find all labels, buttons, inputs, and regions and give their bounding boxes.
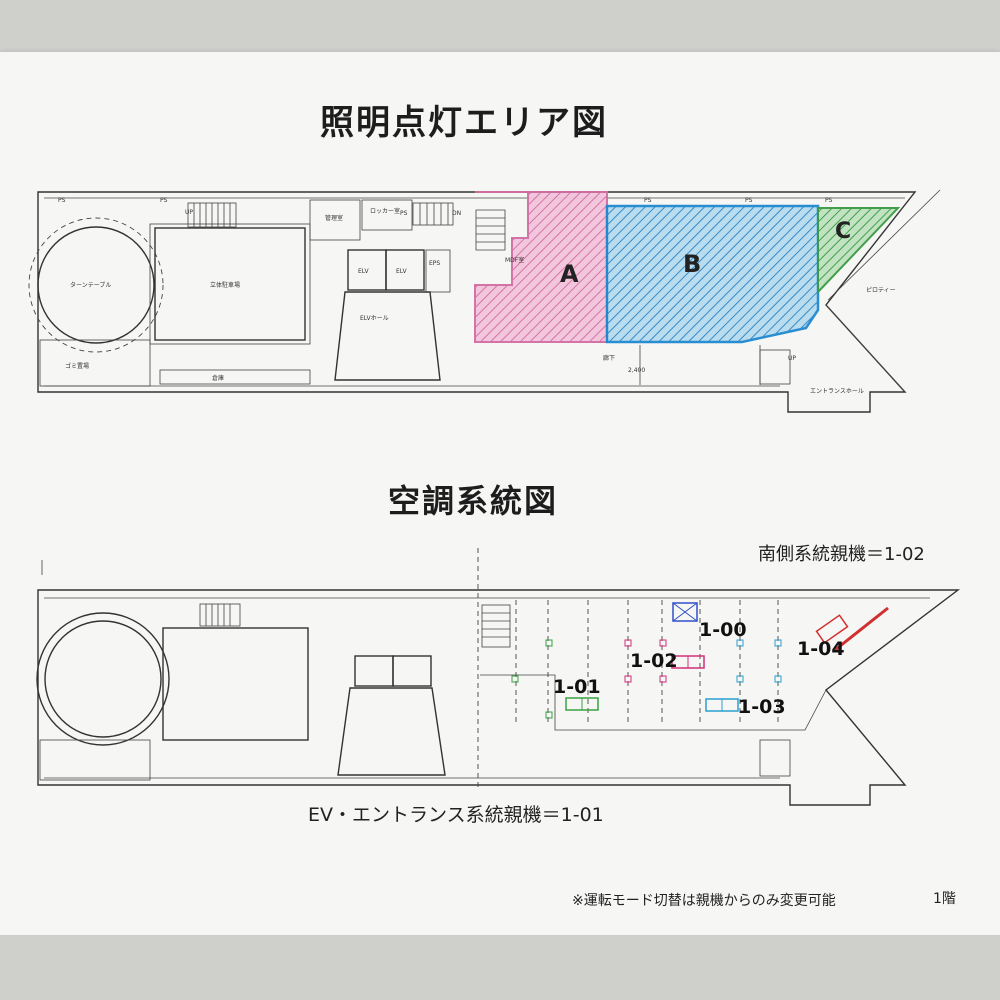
unit-1-04-label: 1-04 <box>797 638 845 660</box>
elv-hall-label: ELVホール <box>360 315 389 322</box>
piloti-label: ピロティー <box>866 287 896 294</box>
turntable-circle <box>28 217 164 353</box>
mdf-label: MDF室 <box>505 256 524 264</box>
dn-label: DN <box>452 210 461 217</box>
zone-c-area <box>817 207 901 295</box>
unit-1-00-label: 1-00 <box>699 619 747 641</box>
corridor-label: 廊下 <box>603 354 615 362</box>
south-system-master-label: 南側系統親機＝1-02 <box>758 544 925 565</box>
unit-1-04-symbol <box>815 606 889 652</box>
zone-a-label: A <box>560 260 579 288</box>
stairs-middle <box>412 202 454 226</box>
lighting-outer-wall <box>37 191 917 413</box>
parking-room <box>154 227 306 341</box>
garbage-label: ゴミ置場 <box>65 362 89 370</box>
ps-label-3: PS <box>400 210 408 217</box>
elv-hall <box>334 291 441 381</box>
zone-b-area <box>605 204 820 344</box>
entrance-hall-label: エントランスホール <box>810 388 864 395</box>
hvac-plan: 1-00 1-01 1-02 1-03 1-04 <box>36 548 961 806</box>
hvac-outer-wall <box>37 589 961 806</box>
ps-label-6: PS <box>825 197 833 204</box>
unit-1-01-label: 1-01 <box>553 676 601 698</box>
hvac-turntable <box>36 612 170 746</box>
unit-1-02-label: 1-02 <box>630 650 678 672</box>
floor-label: 1階 <box>933 891 956 907</box>
wall-background-bottom <box>0 935 1000 1000</box>
turntable-label: ターンテーブル <box>70 281 111 289</box>
floor-plan-sign <box>0 52 1000 937</box>
stairs-left <box>187 202 237 228</box>
ev-entrance-system-master-label: EV・エントランス系統親機＝1-01 <box>308 804 604 826</box>
stairs-right <box>475 209 506 251</box>
operation-mode-note: ※運転モード切替は親機からのみ変更可能 <box>572 893 836 909</box>
ps-label-4: PS <box>644 197 652 204</box>
hvac-system-title: 空調系統図 <box>388 482 559 520</box>
elv2-label: ELV <box>396 268 407 275</box>
zone-a-area <box>474 191 608 343</box>
unit-1-00-symbol <box>672 602 698 622</box>
locker-label: ロッカー室 <box>370 207 400 215</box>
unit-1-01-symbol <box>565 697 599 711</box>
zone-b-label: B <box>683 250 701 278</box>
up-label-1: UP <box>185 209 193 216</box>
elv-2 <box>385 249 425 291</box>
lighting-area-title: 照明点灯エリア図 <box>320 103 608 143</box>
ps-label-5: PS <box>745 197 753 204</box>
wall-background-top <box>0 0 1000 60</box>
management-label: 管理室 <box>325 214 343 222</box>
warehouse-label: 倉庫 <box>212 374 224 382</box>
dimension-label: 2,400 <box>628 367 645 374</box>
hvac-parking <box>162 627 309 741</box>
unit-1-03-symbol <box>705 698 739 712</box>
elv1-label: ELV <box>358 268 369 275</box>
up-label-2: UP <box>788 355 796 362</box>
eps-label: EPS <box>429 260 440 267</box>
lighting-plan: A B C ターンテーブル 立体駐車場 管理室 ロッカー室 ELV ELV EP… <box>28 189 941 413</box>
unit-1-02-symbol <box>671 655 705 669</box>
zone-c-label: C <box>835 219 851 244</box>
parking-label: 立体駐車場 <box>210 281 240 289</box>
ps-label-2: PS <box>160 197 168 204</box>
ps-label-1: PS <box>58 197 66 204</box>
unit-1-03-label: 1-03 <box>738 696 786 718</box>
